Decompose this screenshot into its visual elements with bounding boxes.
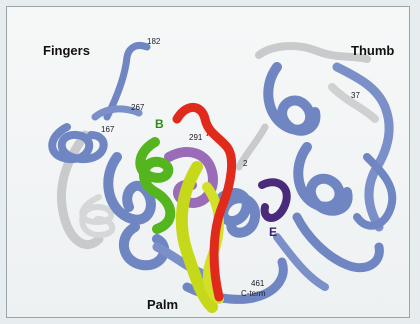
residue-461-label: 461 (251, 279, 264, 288)
residue-167-label: 167 (101, 125, 114, 134)
residue-267-label: 267 (131, 103, 144, 112)
residue-2-label: 2 (243, 159, 247, 168)
residue-37-label: 37 (351, 91, 360, 100)
dark-purple-loop (262, 182, 287, 218)
segment-b-label: B (155, 117, 164, 131)
thumb-helix-1 (268, 67, 315, 131)
palm-label: Palm (147, 297, 178, 312)
c-term-label: C-term (241, 289, 265, 298)
fingers-label: Fingers (43, 43, 90, 58)
protein-structure-figure: Fingers Thumb Palm A B E 182 267 167 291… (6, 6, 410, 318)
residue-182-label: 182 (147, 37, 160, 46)
segment-a-label: A (206, 125, 215, 139)
thumb-label: Thumb (351, 43, 394, 58)
segment-e-label: E (269, 225, 277, 239)
thumb-helix-2 (298, 147, 347, 211)
residue-291-label: 291 (189, 133, 202, 142)
blue-ribbon-group (52, 45, 392, 299)
